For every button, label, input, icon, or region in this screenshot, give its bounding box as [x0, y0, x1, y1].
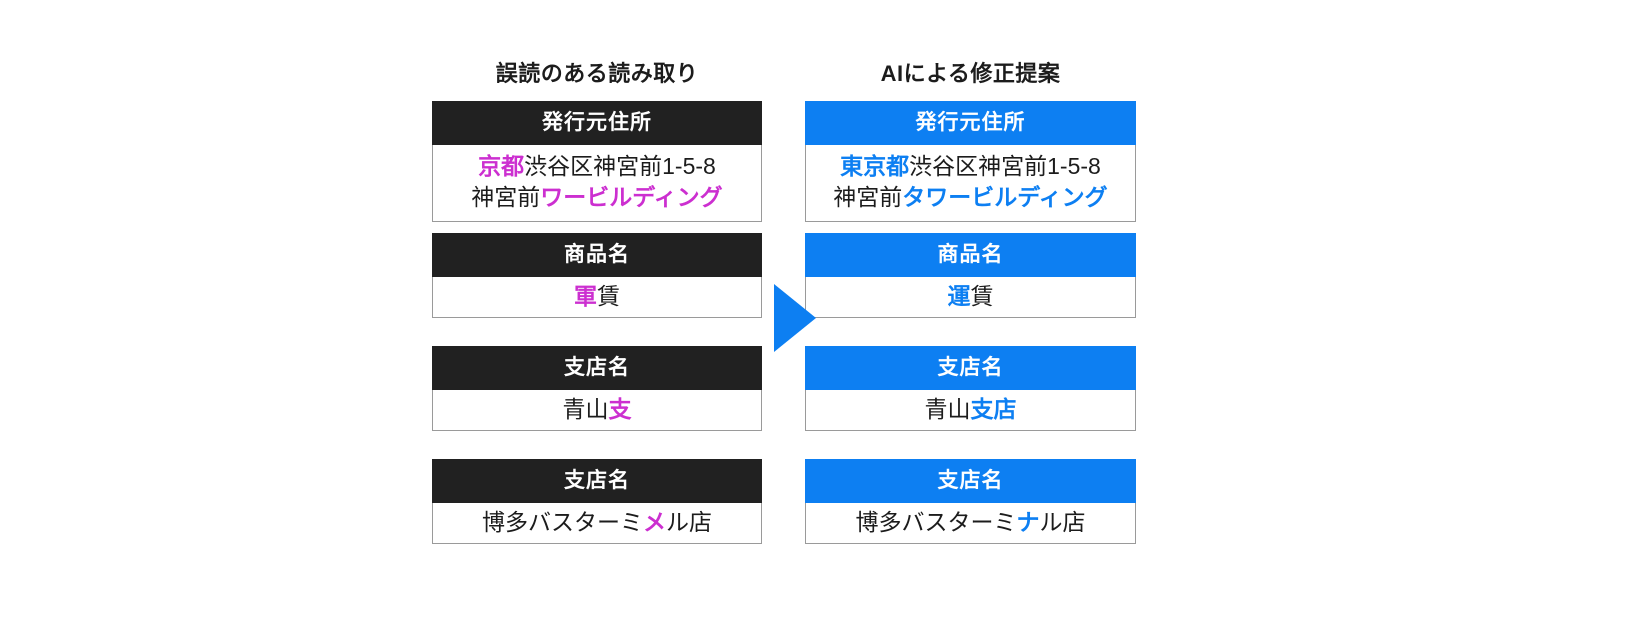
- error-highlight: 軍: [574, 283, 597, 309]
- misread-card-2: 商品名軍賃: [432, 233, 762, 318]
- misread-card-2-value: 軍賃: [432, 277, 762, 318]
- misread-card-4-header: 支店名: [432, 459, 762, 503]
- misread-card-1-line-1: 京都渋谷区神宮前1-5-8: [437, 151, 757, 182]
- misread-card-4-line-1: 博多バスターミメル店: [433, 503, 761, 542]
- correction-card-4-line-1: 博多バスターミナル店: [806, 503, 1135, 542]
- fix-highlight: ナ: [1016, 509, 1040, 535]
- plain-text: 青山: [924, 396, 971, 422]
- plain-text: 神宮前: [833, 184, 903, 210]
- correction-card-4-value: 博多バスターミナル店: [805, 503, 1136, 544]
- correction-card-1-header: 発行元住所: [805, 101, 1136, 145]
- error-highlight: 京都: [478, 153, 525, 179]
- correction-card-3-line-1: 青山支店: [806, 390, 1135, 429]
- misread-card-4-value: 博多バスターミメル店: [432, 503, 762, 544]
- plain-text: 神宮前: [471, 184, 541, 210]
- correction-card-4-header: 支店名: [805, 459, 1136, 503]
- plain-text: 賃: [970, 283, 994, 309]
- misread-card-4: 支店名博多バスターミメル店: [432, 459, 762, 544]
- correction-card-2: 商品名運賃: [805, 233, 1136, 318]
- misread-card-2-header: 商品名: [432, 233, 762, 277]
- error-highlight: ワービルディング: [540, 184, 723, 210]
- correction-card-1-line-1: 東京都渋谷区神宮前1-5-8: [810, 151, 1131, 182]
- plain-text: 渋谷区神宮前1-5-8: [909, 153, 1101, 179]
- misread-card-3-line-1: 青山支: [433, 390, 761, 429]
- error-highlight: メ: [643, 509, 666, 535]
- misread-card-1-header: 発行元住所: [432, 101, 762, 145]
- misread-card-1-line-2: 神宮前ワービルディング: [437, 182, 757, 213]
- error-highlight: 支: [608, 396, 632, 422]
- correction-card-1-line-2: 神宮前タワービルディング: [810, 182, 1131, 213]
- fix-highlight: 運: [947, 283, 971, 309]
- misread-card-3-header: 支店名: [432, 346, 762, 390]
- triangle-right-icon: [774, 284, 816, 352]
- plain-text: ル店: [1039, 509, 1086, 535]
- plain-text: 渋谷区神宮前1-5-8: [524, 153, 716, 179]
- fix-highlight: 東京都: [840, 153, 910, 179]
- correction-card-3-value: 青山支店: [805, 390, 1136, 431]
- plain-text: ル店: [666, 509, 712, 535]
- misread-card-3: 支店名青山支: [432, 346, 762, 431]
- left-column-title: 誤読のある読み取り: [495, 61, 699, 86]
- correction-card-2-value: 運賃: [805, 277, 1136, 318]
- correction-card-2-line-1: 運賃: [806, 277, 1135, 316]
- fix-highlight: 支店: [970, 396, 1017, 422]
- correction-card-4: 支店名博多バスターミナル店: [805, 459, 1136, 544]
- fix-highlight: タワービルディング: [902, 184, 1108, 210]
- correction-card-3-header: 支店名: [805, 346, 1136, 390]
- plain-text: 賃: [597, 283, 620, 309]
- correction-card-3: 支店名青山支店: [805, 346, 1136, 431]
- correction-card-2-header: 商品名: [805, 233, 1136, 277]
- plain-text: 青山: [562, 396, 609, 422]
- plain-text: 博多バスターミ: [482, 509, 643, 535]
- plain-text: 博多バスターミ: [855, 509, 1017, 535]
- misread-card-3-value: 青山支: [432, 390, 762, 431]
- misread-card-2-line-1: 軍賃: [433, 277, 761, 316]
- right-column-title: AIによる修正提案: [880, 61, 1061, 86]
